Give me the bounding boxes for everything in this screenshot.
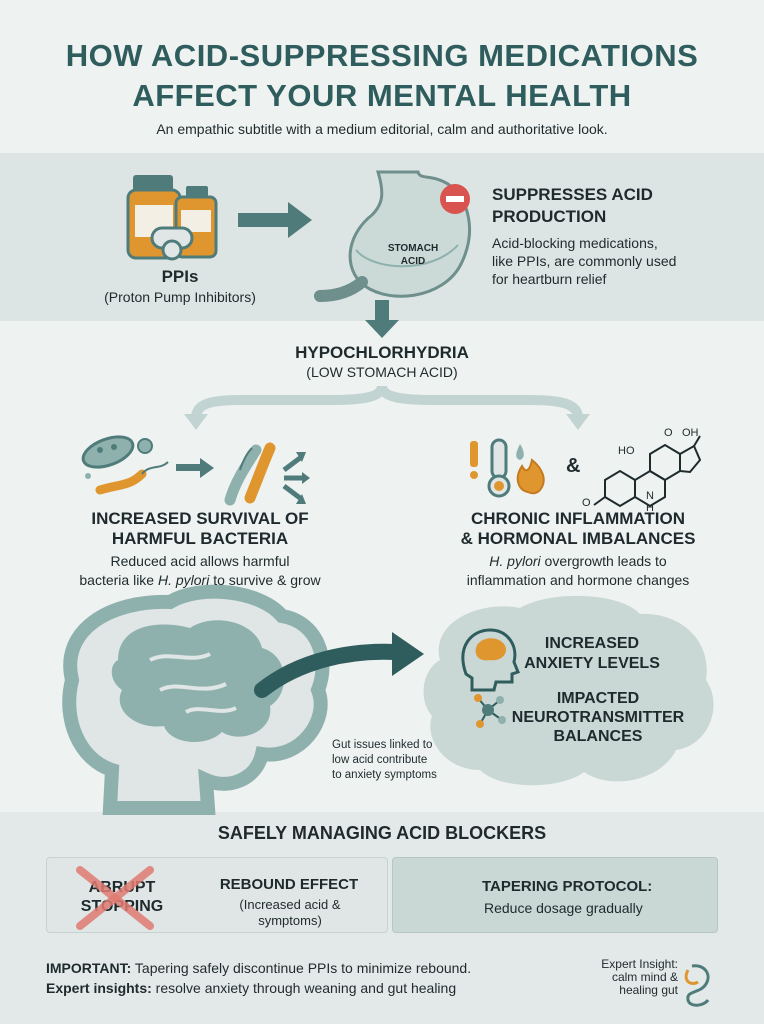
expert-side-line-3: healing gut — [619, 983, 678, 997]
page-title: HOW ACID-SUPPRESSING MEDICATIONS AFFECT … — [0, 36, 764, 116]
abrupt-stopping-label: ABRUPT STOPPING — [62, 878, 182, 916]
inflammation-desc-part-b: overgrowth leads to — [540, 553, 667, 569]
branch-arrows-icon — [184, 384, 590, 430]
bacteria-desc-italic: H. pylori — [157, 572, 210, 588]
molecule-ho: HO — [618, 445, 635, 457]
gut-note-line-2: low acid contribute — [332, 754, 428, 766]
inflammation-title-line-2: & HORMONAL IMBALANCES — [460, 529, 696, 548]
stomach-icon — [314, 170, 471, 302]
inflammation-title-line-1: CHRONIC INFLAMMATION — [470, 509, 686, 528]
rebound-line-1: (Increased acid & — [239, 897, 341, 912]
bacteria-desc-line-1: Reduced acid allows harmful — [110, 553, 290, 569]
molecule-oh-top: OH — [682, 427, 699, 439]
arrow-down-icon — [365, 300, 399, 338]
hormone-molecule-icon — [593, 435, 702, 508]
inflammation-icon — [470, 438, 545, 498]
bacteria-desc-part-c: to survive & grow — [209, 572, 321, 588]
neurotransmitter-network-icon — [474, 694, 506, 728]
managing-heading: SAFELY MANAGING ACID BLOCKERS — [217, 823, 547, 843]
gut-note-line-1: Gut issues linked to — [332, 739, 433, 751]
bacteria-description: Reduced acid allows harmful bacteria lik… — [40, 552, 360, 590]
neuro-line-3: BALANCES — [553, 728, 643, 745]
bacteria-title-line-2: HARMFUL BACTERIA — [111, 529, 289, 548]
tapering-heading: TAPERING PROTOCOL: — [482, 878, 653, 895]
pill-bottles-icon — [126, 175, 218, 261]
important-text: Tapering safely discontinue PPIs to mini… — [131, 960, 472, 976]
tapering-description: Reduce dosage gradually — [484, 900, 643, 916]
page-subtitle: An empathic subtitle with a medium edito… — [156, 121, 608, 137]
stomach-acid-label: STOMACH ACID — [368, 242, 458, 268]
suppresses-acid-heading: SUPPRESSES ACID PRODUCTION — [492, 184, 752, 228]
brain-icon — [62, 584, 330, 815]
rebound-effect-description: (Increased acid & symptoms) — [210, 897, 370, 929]
suppress-desc-line-3: for heartburn relief — [492, 271, 607, 287]
ampersand-label: & — [566, 455, 581, 477]
neurotransmitter-heading: IMPACTED NEUROTRANSMITTER BALANCES — [498, 689, 698, 746]
suppress-title-line-2: PRODUCTION — [492, 207, 607, 226]
expert-side-line-1: Expert Insight: — [601, 957, 678, 971]
molecule-o-top: O — [664, 427, 673, 439]
anxiety-heading: INCREASED ANXIETY LEVELS — [502, 634, 682, 674]
stomach-label-line-1: STOMACH — [387, 243, 439, 254]
inflammation-description: H. pylori overgrowth leads to inflammati… — [408, 552, 748, 590]
neuro-line-2: NEUROTRANSMITTER — [511, 709, 685, 726]
important-label: IMPORTANT: — [46, 960, 132, 976]
gut-anxiety-note: Gut issues linked to low acid contribute… — [332, 738, 482, 783]
molecule-o-left: O — [582, 497, 591, 509]
expert-label: Expert insights: — [46, 980, 152, 996]
neuro-line-1: IMPACTED — [556, 690, 640, 707]
expert-insights-note: Expert insights: resolve anxiety through… — [46, 978, 586, 998]
title-line-1: HOW ACID-SUPPRESSING MEDICATIONS — [65, 38, 699, 73]
anxious-head-icon — [461, 628, 520, 692]
ppis-sublabel: (Proton Pump Inhibitors) — [104, 289, 256, 305]
expert-text: resolve anxiety through weaning and gut … — [151, 980, 457, 996]
rebound-line-2: symptoms) — [258, 913, 322, 928]
tapering-box — [392, 857, 718, 933]
molecule-n: N — [646, 490, 654, 502]
abrupt-line-2: STOPPING — [80, 898, 164, 915]
gut-icon — [684, 964, 710, 1007]
anxiety-line-2: ANXIETY LEVELS — [524, 655, 660, 672]
ppis-label: PPIs — [161, 267, 199, 286]
inflammation-desc-italic: H. pylori — [489, 553, 541, 569]
expert-insight-badge: Expert Insight: calm mind & healing gut — [572, 958, 678, 997]
curved-arrow-icon — [254, 632, 424, 698]
bacteria-desc-line-2: bacteria like H. pylori to survive & gro… — [40, 571, 360, 590]
molecule-h: H — [646, 502, 654, 514]
bacteria-icon — [81, 435, 169, 495]
suppresses-acid-description: Acid-blocking medications, like PPIs, ar… — [492, 234, 742, 288]
no-sign-icon — [440, 184, 470, 214]
bacteria-title-line-1: INCREASED SURVIVAL OF — [91, 509, 309, 528]
suppress-title-line-1: SUPPRESSES ACID — [492, 185, 653, 204]
stomach-label-line-2: ACID — [400, 256, 426, 267]
abrupt-line-1: ABRUPT — [88, 879, 156, 896]
arrow-right-icon — [238, 202, 312, 238]
important-note: IMPORTANT: Tapering safely discontinue P… — [46, 958, 586, 978]
inflammation-desc-line-1: H. pylori overgrowth leads to — [408, 552, 748, 571]
bacteria-heading: INCREASED SURVIVAL OF HARMFUL BACTERIA — [40, 509, 360, 549]
inflammation-heading: CHRONIC INFLAMMATION & HORMONAL IMBALANC… — [408, 509, 748, 549]
suppress-desc-line-1: Acid-blocking medications, — [492, 235, 658, 251]
hypochlorhydria-heading: HYPOCHLORHYDRIA — [295, 343, 469, 362]
expert-side-line-2: calm mind & — [611, 970, 678, 984]
arrow-right-small-icon — [176, 458, 214, 478]
anxiety-line-1: INCREASED — [544, 635, 640, 652]
hypochlorhydria-subtitle: (LOW STOMACH ACID) — [306, 364, 458, 380]
inflammation-desc-line-2: inflammation and hormone changes — [466, 572, 690, 588]
rebound-effect-heading: REBOUND EFFECT — [219, 876, 359, 893]
multiplying-bacteria-icon — [224, 442, 310, 506]
title-line-2: AFFECT YOUR MENTAL HEALTH — [132, 78, 632, 113]
bacteria-desc-part-a: bacteria like — [79, 572, 158, 588]
suppress-desc-line-2: like PPIs, are commonly used — [492, 253, 677, 269]
gut-note-line-3: to anxiety symptoms — [332, 769, 437, 781]
